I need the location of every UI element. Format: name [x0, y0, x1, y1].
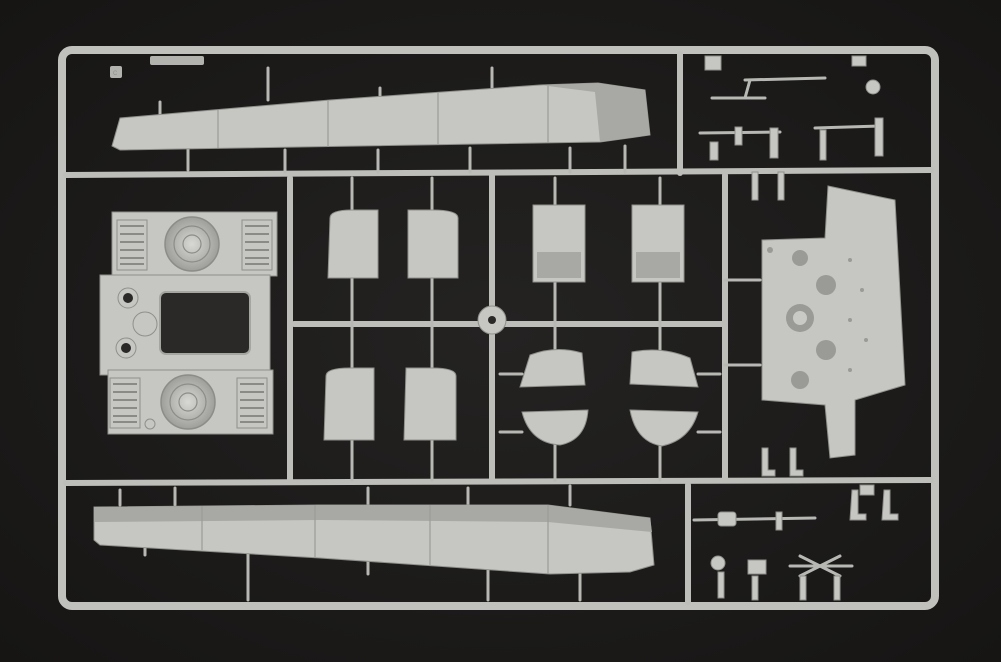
curved-shield-parts: [498, 322, 722, 482]
engine-deck-part: [99, 211, 278, 435]
gate-letter: C: [113, 71, 118, 77]
sprue-tag: [150, 56, 204, 65]
lower-fender-part: [93, 484, 655, 602]
sprue-frame: [58, 46, 939, 610]
curved-panel-parts: [323, 176, 459, 482]
upper-fender-part: [111, 66, 651, 174]
small-bracket-parts: [751, 171, 804, 477]
hatch-frame-parts: [477, 176, 685, 335]
small-rod-parts-top-right: [698, 55, 884, 161]
hull-plate-part: [761, 185, 906, 459]
small-parts-bottom-right: [692, 484, 899, 601]
gate-letter-marker: C: [110, 66, 122, 78]
